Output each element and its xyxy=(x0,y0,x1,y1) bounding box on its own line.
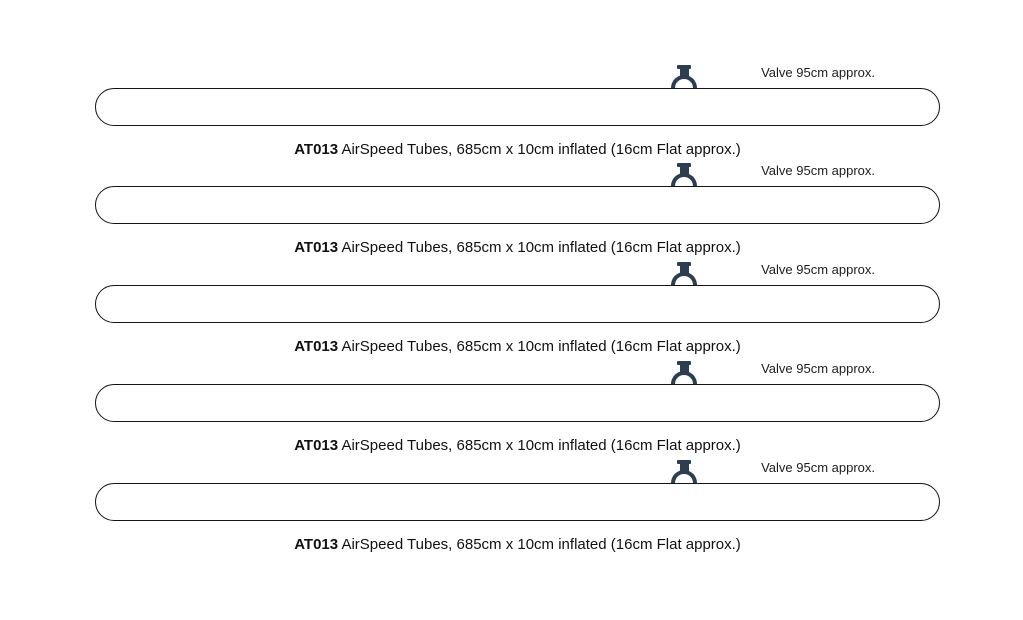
valve-icon xyxy=(668,460,700,483)
tube-caption: AT013 AirSpeed Tubes, 685cm x 10cm infla… xyxy=(95,436,940,455)
valve-stem xyxy=(679,364,689,373)
valve-icon xyxy=(668,262,700,285)
tube-caption: AT013 AirSpeed Tubes, 685cm x 10cm infla… xyxy=(95,238,940,257)
valve-flange xyxy=(677,163,691,167)
tube-row: Valve 95cm approx. AT013 AirSpeed Tubes,… xyxy=(0,257,1023,356)
valve-label: Valve 95cm approx. xyxy=(761,163,875,178)
valve-collar xyxy=(671,470,697,483)
valve-label: Valve 95cm approx. xyxy=(761,460,875,475)
tube-body xyxy=(95,186,940,224)
tube-caption: AT013 AirSpeed Tubes, 685cm x 10cm infla… xyxy=(95,535,940,554)
valve-flange xyxy=(677,65,691,69)
tube-code: AT013 xyxy=(294,437,339,454)
valve-collar xyxy=(671,75,697,88)
valve-label: Valve 95cm approx. xyxy=(761,361,875,376)
valve-flange xyxy=(677,361,691,365)
valve-stem xyxy=(679,265,689,274)
valve-icon xyxy=(668,163,700,186)
valve-stem xyxy=(679,463,689,472)
tube-code: AT013 xyxy=(294,338,339,355)
tube-caption-text: AirSpeed Tubes, 685cm x 10cm inflated (1… xyxy=(338,536,741,553)
tube-code: AT013 xyxy=(294,239,339,256)
valve-icon xyxy=(668,361,700,384)
tube-caption: AT013 AirSpeed Tubes, 685cm x 10cm infla… xyxy=(95,140,940,159)
valve-label: Valve 95cm approx. xyxy=(761,65,875,80)
tube-caption: AT013 AirSpeed Tubes, 685cm x 10cm infla… xyxy=(95,337,940,356)
tube-caption-text: AirSpeed Tubes, 685cm x 10cm inflated (1… xyxy=(338,239,741,256)
tube-body xyxy=(95,88,940,126)
tube-row: Valve 95cm approx. AT013 AirSpeed Tubes,… xyxy=(0,158,1023,257)
tube-code: AT013 xyxy=(294,536,339,553)
valve-flange xyxy=(677,262,691,266)
valve-collar xyxy=(671,272,697,285)
tube-body xyxy=(95,384,940,422)
tube-row: Valve 95cm approx. AT013 AirSpeed Tubes,… xyxy=(0,356,1023,455)
tube-row: Valve 95cm approx. AT013 AirSpeed Tubes,… xyxy=(0,60,1023,159)
tube-row: Valve 95cm approx. AT013 AirSpeed Tubes,… xyxy=(0,455,1023,554)
valve-label: Valve 95cm approx. xyxy=(761,262,875,277)
valve-icon xyxy=(668,65,700,88)
valve-stem xyxy=(679,68,689,77)
tube-body xyxy=(95,285,940,323)
tube-caption-text: AirSpeed Tubes, 685cm x 10cm inflated (1… xyxy=(338,338,741,355)
valve-flange xyxy=(677,460,691,464)
valve-collar xyxy=(671,371,697,384)
tube-caption-text: AirSpeed Tubes, 685cm x 10cm inflated (1… xyxy=(338,141,741,158)
valve-stem xyxy=(679,166,689,175)
tube-code: AT013 xyxy=(294,141,339,158)
valve-collar xyxy=(671,173,697,186)
tube-body xyxy=(95,483,940,521)
tube-caption-text: AirSpeed Tubes, 685cm x 10cm inflated (1… xyxy=(338,437,741,454)
